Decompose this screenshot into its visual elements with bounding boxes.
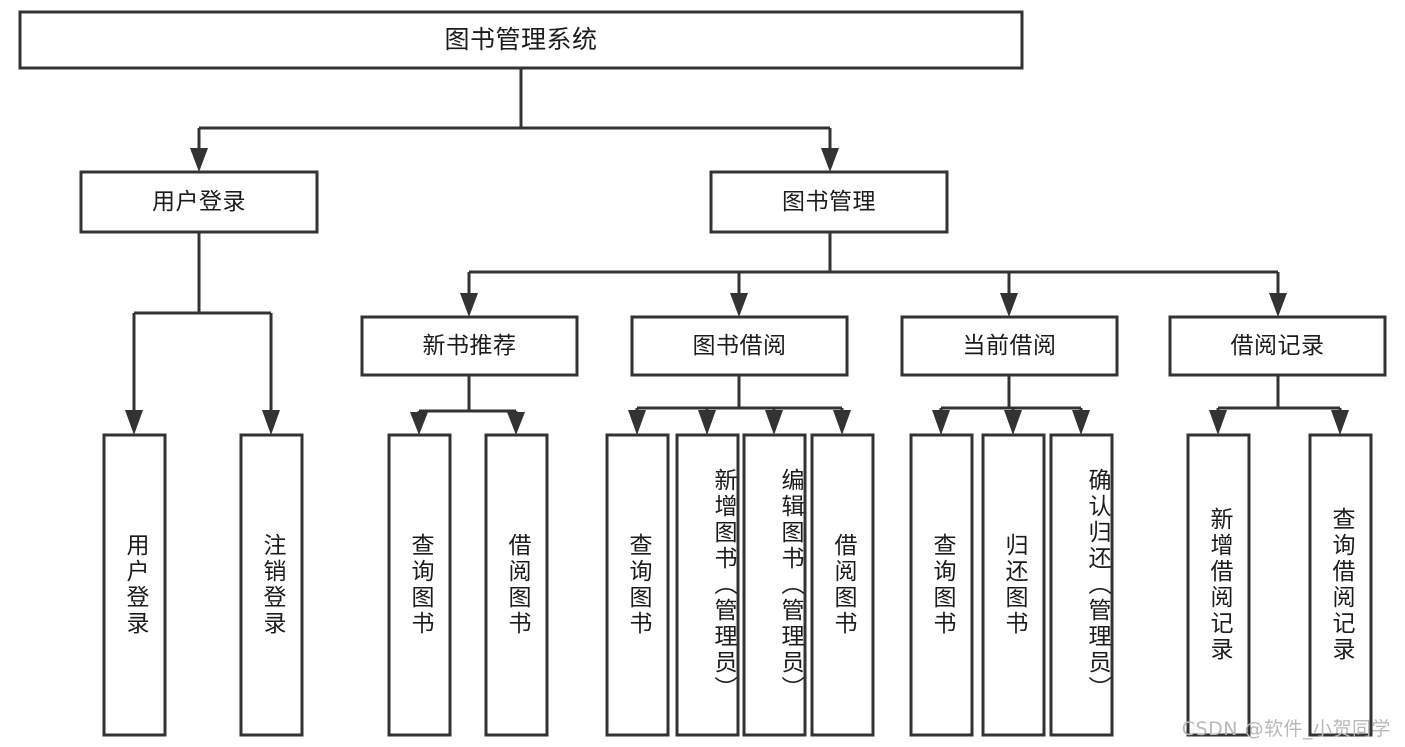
arrow-icon bbox=[730, 293, 748, 317]
arrow-icon bbox=[698, 410, 716, 435]
connector-book-borrow-to-leaves bbox=[628, 375, 851, 435]
node-box-leaf[interactable] bbox=[102, 433, 167, 737]
arrow-icon bbox=[262, 410, 280, 435]
connector-current-borrow-to-leaves bbox=[932, 375, 1090, 435]
arrow-icon bbox=[507, 412, 525, 435]
node-box-leaf[interactable] bbox=[1186, 433, 1251, 737]
node-box-book-borrow[interactable] bbox=[630, 315, 849, 377]
arrow-icon bbox=[932, 410, 950, 435]
node-box-book-management[interactable] bbox=[709, 170, 949, 234]
arrow-icon bbox=[1209, 410, 1227, 435]
arrow-icon bbox=[833, 410, 851, 435]
node-box-borrow-record[interactable] bbox=[1168, 315, 1387, 377]
node-box-leaf[interactable] bbox=[387, 433, 452, 737]
arrow-icon bbox=[765, 410, 783, 435]
node-box-current-borrow[interactable] bbox=[900, 315, 1119, 377]
node-box-leaf[interactable] bbox=[742, 433, 807, 737]
arrow-icon bbox=[410, 412, 428, 435]
node-box-leaf[interactable] bbox=[1049, 433, 1114, 737]
arrow-icon bbox=[460, 293, 478, 317]
node-box-leaf[interactable] bbox=[605, 433, 670, 737]
arrow-icon bbox=[628, 410, 646, 435]
arrow-icon bbox=[1000, 293, 1018, 317]
node-box-leaf[interactable] bbox=[484, 433, 549, 737]
connector-root-to-level2 bbox=[190, 68, 839, 172]
connector-borrow-record-to-leaves bbox=[1209, 375, 1349, 435]
node-box-new-book-recommend[interactable] bbox=[360, 315, 579, 377]
node-box-leaf[interactable] bbox=[810, 433, 875, 737]
node-box-leaf[interactable] bbox=[909, 433, 974, 737]
arrow-icon bbox=[821, 148, 839, 172]
node-box-user-login[interactable] bbox=[79, 170, 319, 234]
arrow-icon bbox=[125, 410, 143, 435]
connector-user-login-to-leaves bbox=[125, 232, 280, 435]
arrow-icon bbox=[1004, 410, 1022, 435]
connector-new-book-recommend-to-leaves bbox=[410, 375, 525, 435]
node-box-leaf[interactable] bbox=[239, 433, 304, 737]
node-box-leaf[interactable] bbox=[675, 433, 740, 737]
arrow-icon bbox=[1269, 293, 1287, 317]
node-box-leaf[interactable] bbox=[981, 433, 1046, 737]
arrow-icon bbox=[1331, 410, 1349, 435]
node-box-root[interactable] bbox=[18, 10, 1024, 70]
arrow-icon bbox=[190, 148, 208, 172]
arrow-icon bbox=[1072, 410, 1090, 435]
node-box-leaf[interactable] bbox=[1308, 433, 1373, 737]
connector-book-management-to-level3 bbox=[460, 232, 1287, 317]
